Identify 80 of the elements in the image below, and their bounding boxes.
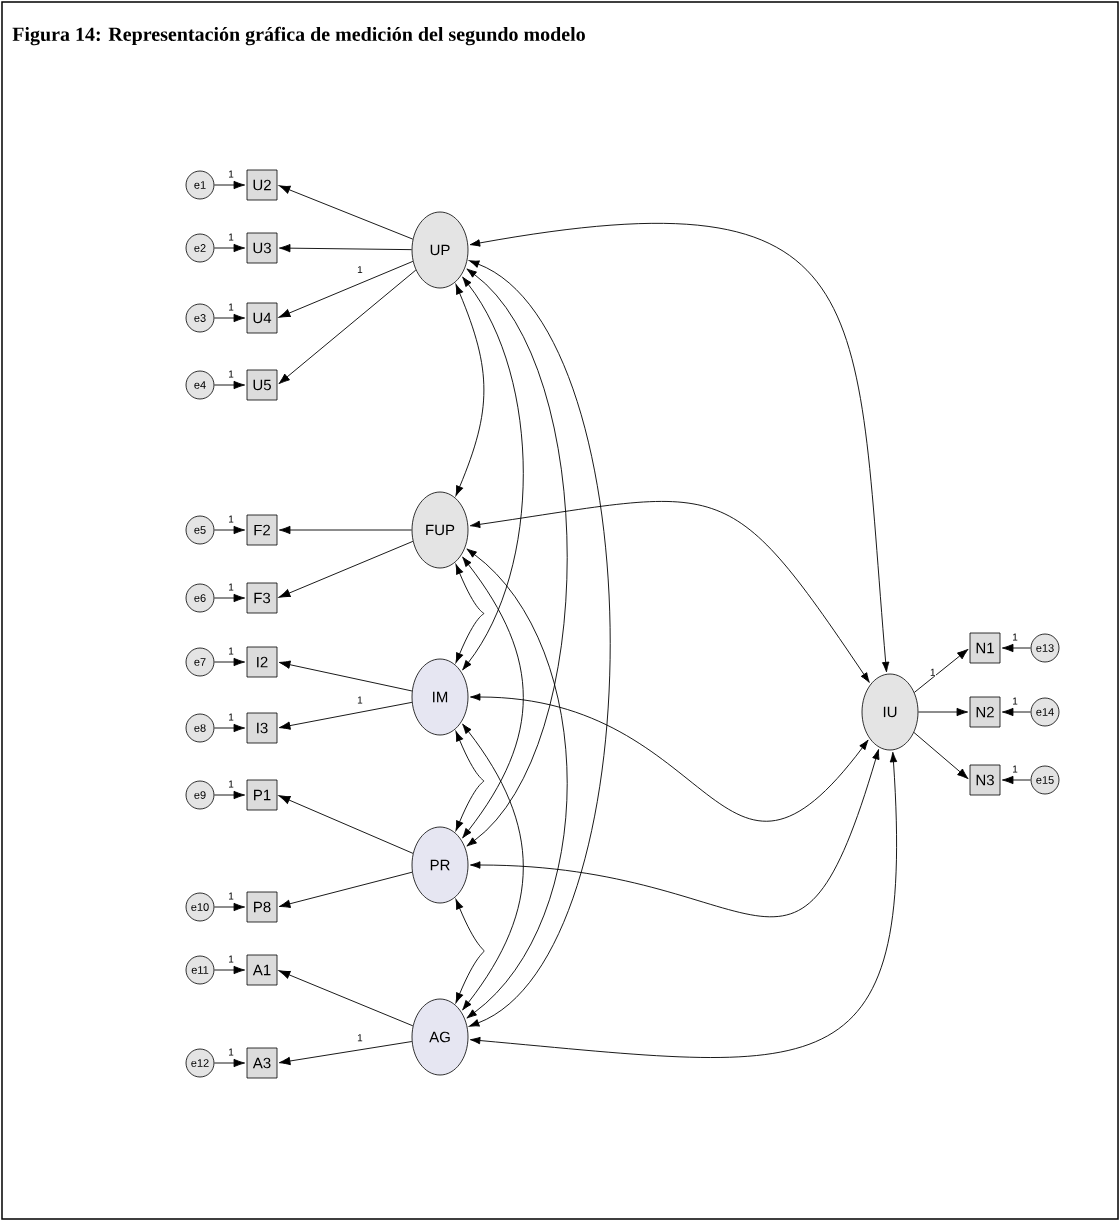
double-headed-arrow <box>455 563 485 664</box>
double-headed-arrow <box>468 260 611 1027</box>
arrow <box>917 707 969 717</box>
edge-label: 1 <box>227 955 235 963</box>
edge-label: 1 <box>227 780 235 788</box>
arrow <box>213 790 246 800</box>
indicator-box: F2 <box>246 514 278 546</box>
arrow <box>278 701 413 730</box>
indicator-box: N1 <box>969 632 1001 664</box>
edge-label: 1 <box>227 370 235 378</box>
arrow <box>278 243 413 253</box>
arrow <box>213 723 246 733</box>
arrow <box>213 180 246 190</box>
indicator-box: N2 <box>969 696 1001 728</box>
edge-label: 1 <box>227 1048 235 1056</box>
figure-title: Figura 14: Representación gráfica de medición del segundo modelo <box>12 26 585 46</box>
edge-label: 1 <box>1011 633 1019 641</box>
edge-label: 1 <box>1011 765 1019 773</box>
edge-label: 1 <box>356 1033 364 1042</box>
double-headed-arrow <box>466 548 568 1019</box>
arrow <box>278 970 414 1027</box>
indicator-box: U2 <box>246 169 278 201</box>
indicator-box: I2 <box>246 646 278 678</box>
arrow <box>213 593 246 603</box>
arrow <box>278 185 414 240</box>
edge-label: 1 <box>356 696 364 704</box>
arrow <box>213 657 246 667</box>
arrow <box>278 871 413 908</box>
indicator-box: A3 <box>246 1047 278 1079</box>
arrow <box>278 260 414 318</box>
double-headed-arrow <box>462 276 524 671</box>
edge-label: 1 <box>227 647 235 655</box>
indicator-box: N3 <box>969 764 1001 796</box>
edge-label: 1 <box>227 233 235 241</box>
double-headed-arrow <box>455 730 485 832</box>
arrow <box>278 660 413 692</box>
edge-label: 1 <box>356 265 364 274</box>
arrow <box>213 1058 246 1068</box>
indicator-box: U5 <box>246 369 278 401</box>
edge-label: 1 <box>227 170 235 178</box>
edge-label: 1 <box>227 713 235 721</box>
arrow <box>278 795 414 854</box>
double-headed-arrow <box>462 723 524 1011</box>
indicator-box: U3 <box>246 232 278 264</box>
arrow <box>913 648 969 693</box>
double-headed-arrow <box>469 222 890 673</box>
arrow <box>213 243 246 253</box>
arrow <box>213 380 246 390</box>
edge-label: 1 <box>227 892 235 900</box>
edge-label: 1 <box>1011 697 1019 705</box>
double-headed-arrow <box>455 898 485 1004</box>
arrow <box>278 1041 413 1066</box>
double-headed-arrow <box>455 283 485 497</box>
indicator-box: A1 <box>246 954 278 986</box>
double-headed-arrow <box>462 556 524 839</box>
arrow <box>213 965 246 975</box>
arrow <box>213 902 246 912</box>
arrow <box>213 313 246 323</box>
arrow <box>913 732 969 780</box>
double-headed-arrow <box>466 268 568 847</box>
double-headed-arrow <box>470 749 880 917</box>
arrow <box>213 525 246 535</box>
arrow <box>1001 643 1032 653</box>
indicator-box: I3 <box>246 712 278 744</box>
double-headed-arrow <box>469 501 870 683</box>
arrow <box>1001 707 1032 717</box>
arrow <box>1001 775 1032 785</box>
arrow <box>278 540 414 598</box>
edge-label: 1 <box>227 515 235 523</box>
edge-label: 1 <box>929 668 937 677</box>
arrow <box>278 525 413 535</box>
arrow <box>278 269 417 385</box>
indicator-box: P8 <box>246 891 278 923</box>
indicator-box: F3 <box>246 582 278 614</box>
indicator-box: U4 <box>246 302 278 334</box>
edge-label: 1 <box>227 303 235 311</box>
indicator-box: P1 <box>246 779 278 811</box>
double-headed-arrow <box>469 751 898 1058</box>
double-headed-arrow <box>470 693 869 821</box>
edge-label: 1 <box>227 583 235 591</box>
